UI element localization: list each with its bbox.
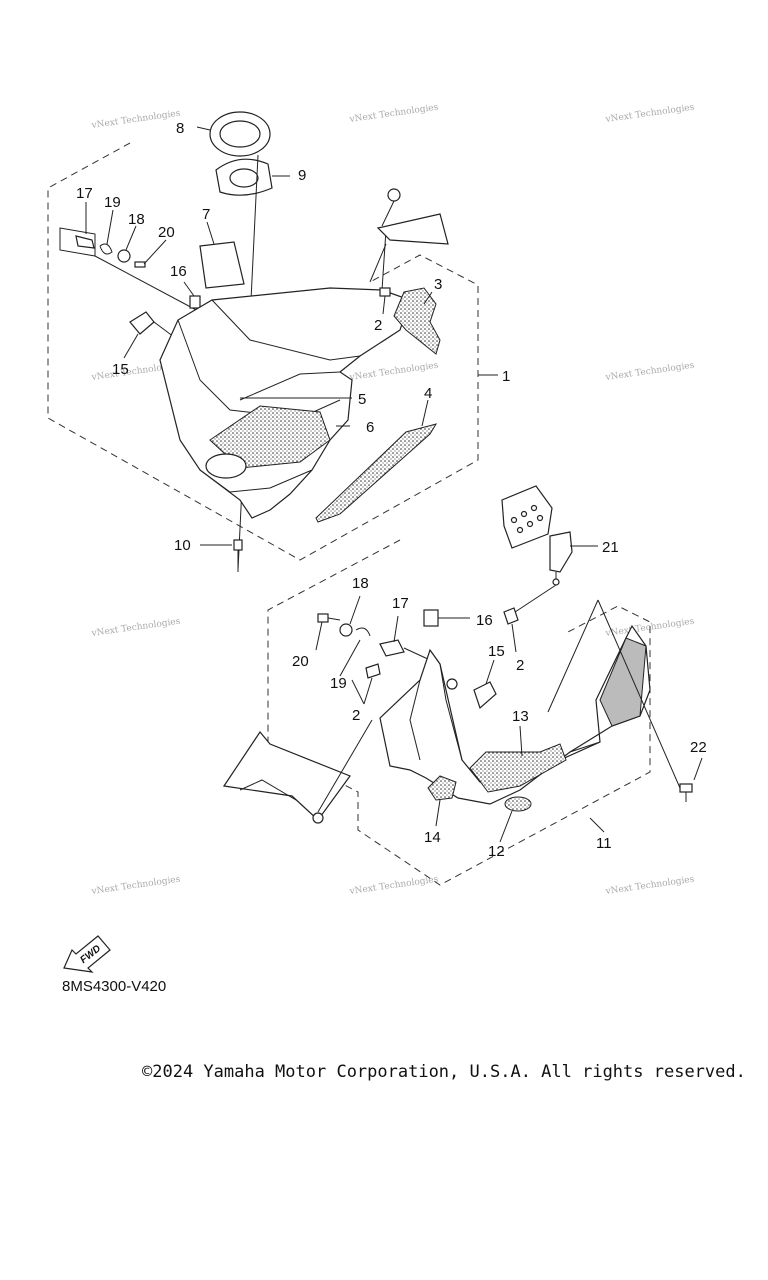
callout-3: 3 [434, 276, 442, 293]
callout-9: 9 [298, 167, 306, 184]
part-code: 8MS4300-V420 [62, 978, 167, 995]
part-8-gasket [196, 111, 271, 157]
callout-19-upper: 19 [104, 194, 121, 211]
callout-1: 1 [502, 368, 510, 385]
watermark: vNext Technologies [90, 109, 181, 132]
copyright-notice: ©2024 Yamaha Motor Corporation, U.S.A. A… [142, 1062, 746, 1082]
watermark: vNext Technologies [604, 875, 695, 898]
part-1-cowl [159, 229, 411, 519]
callout-4: 4 [424, 385, 432, 402]
part-12-pad [499, 796, 532, 843]
callout-2-lower: 2 [352, 707, 360, 724]
watermark: vNext Technologies [90, 617, 181, 640]
part-3-pad [393, 287, 441, 355]
part-14-pad [427, 775, 457, 827]
watermark: vNext Technologies [348, 361, 439, 384]
leader-13 [519, 725, 523, 757]
callout-19-lower: 19 [330, 675, 347, 692]
watermark: vNext Technologies [604, 361, 695, 384]
upper-fastener-set [59, 202, 201, 313]
callout-11: 11 [596, 835, 612, 852]
callout-20-lower: 20 [292, 653, 309, 670]
upper-bracket [369, 188, 449, 283]
callout-17-lower: 17 [392, 595, 409, 612]
callout-16-lower: 16 [476, 612, 493, 629]
part-22-screw [547, 599, 703, 802]
callout-5: 5 [358, 391, 366, 408]
part-7-decal [199, 221, 245, 289]
callout-14: 14 [424, 829, 441, 846]
upper-assembly-outline [47, 142, 479, 561]
callout-16-upper: 16 [170, 263, 187, 280]
lower-assembly-outline [267, 539, 651, 886]
callout-6: 6 [366, 419, 374, 436]
callout-7: 7 [202, 206, 210, 223]
watermark: vNext Technologies [604, 103, 695, 126]
callout-15-lower: 15 [488, 643, 505, 660]
watermark: vNext Technologies [90, 875, 181, 898]
leader-11 [589, 817, 605, 833]
fwd-arrow-icon: FWD [63, 935, 111, 973]
callout-13: 13 [512, 708, 529, 725]
callout-12: 12 [488, 843, 505, 860]
part-4-strip [315, 399, 438, 523]
part-15-lower [446, 659, 497, 710]
lower-clip-set [351, 607, 519, 705]
callout-22: 22 [690, 739, 707, 756]
watermark: vNext Technologies [348, 875, 439, 898]
callout-8: 8 [176, 120, 184, 137]
callout-18-upper: 18 [128, 211, 145, 228]
callout-18-lower: 18 [352, 575, 369, 592]
callout-21: 21 [602, 539, 619, 556]
callout-10: 10 [174, 537, 191, 554]
part-2-clip-upper [379, 287, 391, 315]
part-21-step [501, 485, 598, 615]
lower-bracket [222, 719, 373, 824]
part-9-bracket [215, 158, 290, 196]
watermark-group: vNext Technologies vNext Technologies vN… [90, 103, 695, 898]
watermark: vNext Technologies [348, 103, 439, 126]
callout-2-right: 2 [516, 657, 524, 674]
callout-17-upper: 17 [76, 185, 93, 202]
callout-15-upper: 15 [112, 361, 129, 378]
callout-labels: 1 2 3 4 5 6 7 8 9 10 11 12 13 14 15 15 1… [76, 120, 707, 860]
lower-fastener-set [315, 595, 431, 677]
callout-2-upper: 2 [374, 317, 382, 334]
callout-20-upper: 20 [158, 224, 175, 241]
part-10-screw [200, 539, 243, 572]
